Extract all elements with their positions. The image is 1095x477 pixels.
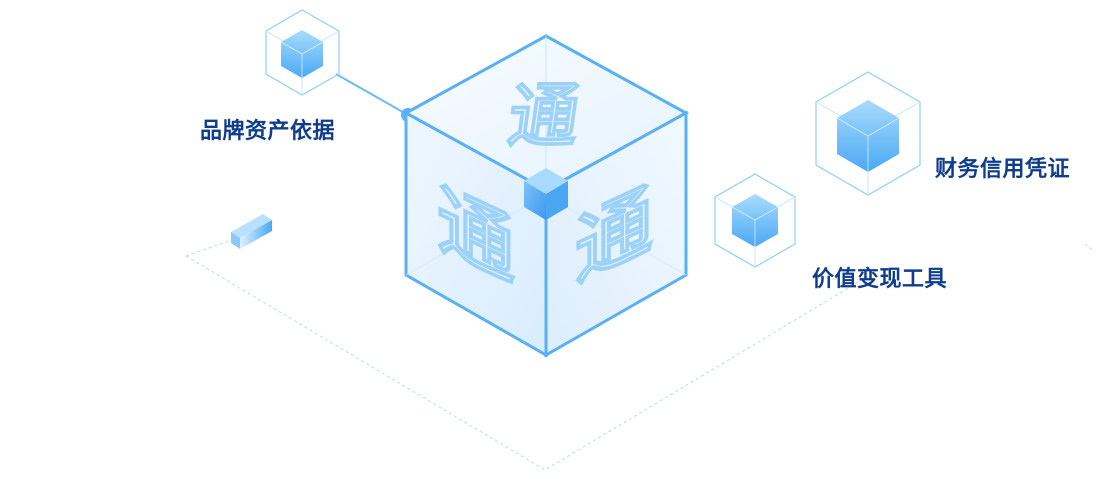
cube-glyph-top-text: 通 [503,75,584,157]
ground-plane [185,239,1095,471]
cube-glyph-right: 通 [574,172,653,300]
floating-block-icon [231,214,272,249]
cube-glyph-top: 通 [503,75,586,158]
label-brand-asset: 品牌资产依据 [200,119,336,144]
small-cube-value [714,173,796,268]
connector-line [335,73,415,122]
cube-glyph-right-text: 通 [575,173,653,300]
main-cube-core [524,168,568,220]
small-cube-brand [265,9,340,96]
small-cube-finance [815,71,921,196]
label-value-tool: 价值变现工具 [812,267,948,292]
main-cube [402,34,690,358]
label-financial-credit: 财务信用凭证 [935,157,1071,182]
